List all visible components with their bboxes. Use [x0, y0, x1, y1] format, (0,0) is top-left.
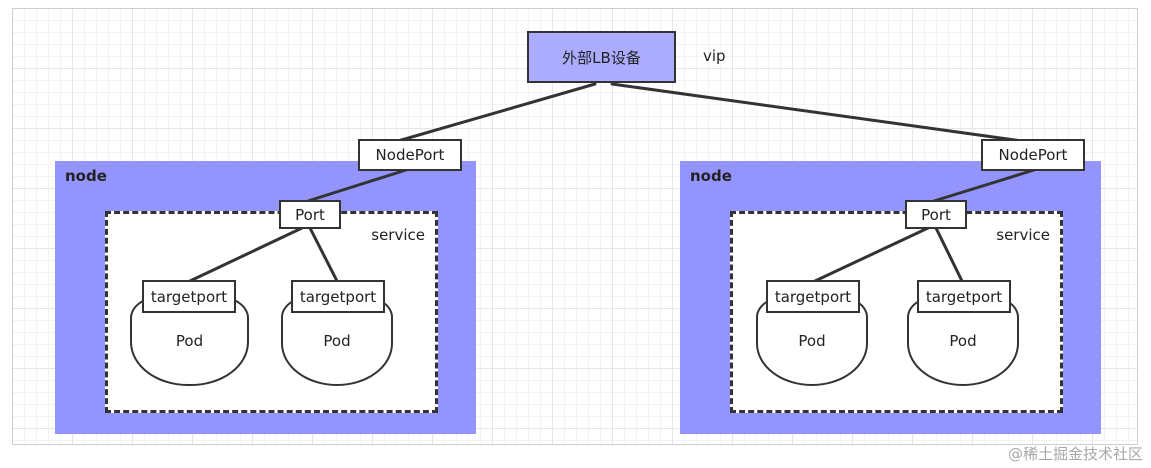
pod-label: Pod — [798, 332, 826, 350]
service-label: service — [996, 226, 1050, 244]
nodeport-box-left: NodePort — [358, 139, 462, 171]
node-title: node — [690, 167, 732, 185]
port-label: Port — [921, 205, 951, 224]
targetport-label: targetport — [925, 287, 1003, 306]
targetport-box-right-2: targetport — [917, 280, 1011, 313]
watermark-text: @稀土掘金技术社区 — [1007, 445, 1143, 463]
port-label: Port — [295, 205, 325, 224]
targetport-box-left-1: targetport — [142, 280, 236, 313]
targetport-label: targetport — [299, 287, 377, 306]
nodeport-label: NodePort — [998, 146, 1068, 164]
external-lb-box: 外部LB设备 — [527, 31, 676, 83]
pod-label: Pod — [175, 332, 204, 350]
port-box-left: Port — [279, 200, 341, 229]
node-title: node — [65, 167, 107, 185]
service-label: service — [371, 226, 425, 244]
pod-label: Pod — [323, 332, 351, 350]
vip-label: vip — [703, 47, 726, 65]
targetport-label: targetport — [150, 287, 228, 306]
targetport-box-left-2: targetport — [291, 280, 385, 313]
targetport-label: targetport — [774, 287, 852, 306]
port-box-right: Port — [905, 200, 967, 229]
external-lb-label: 外部LB设备 — [562, 48, 641, 67]
nodeport-box-right: NodePort — [981, 139, 1085, 171]
nodeport-label: NodePort — [375, 146, 445, 164]
pod-label: Pod — [949, 332, 977, 350]
targetport-box-right-1: targetport — [766, 280, 860, 313]
